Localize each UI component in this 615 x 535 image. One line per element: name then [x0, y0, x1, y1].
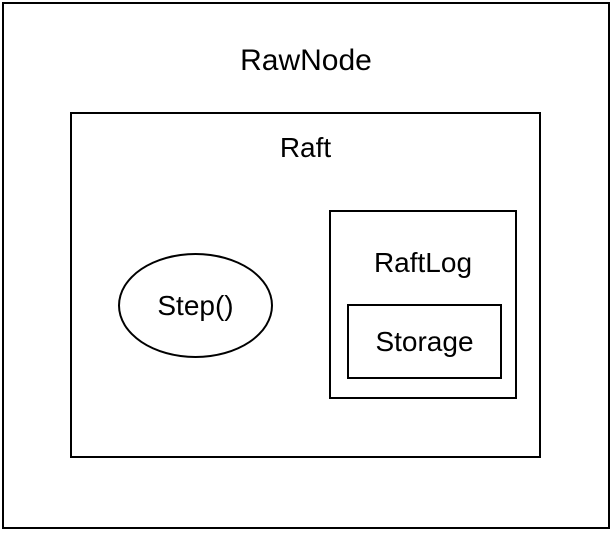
step-ellipse: Step()	[118, 253, 273, 358]
raft-box: Raft Step() RaftLog Storage	[70, 112, 541, 458]
storage-label: Storage	[375, 325, 474, 357]
raftlog-box: RaftLog Storage	[329, 210, 517, 399]
raftlog-label: RaftLog	[373, 247, 473, 278]
raft-label: Raft	[279, 132, 332, 163]
rawnode-label: RawNode	[240, 44, 372, 77]
storage-box: Storage	[347, 304, 502, 379]
step-label: Step()	[157, 289, 234, 321]
rawnode-box: RawNode Raft Step() RaftLog Storage	[2, 2, 610, 529]
